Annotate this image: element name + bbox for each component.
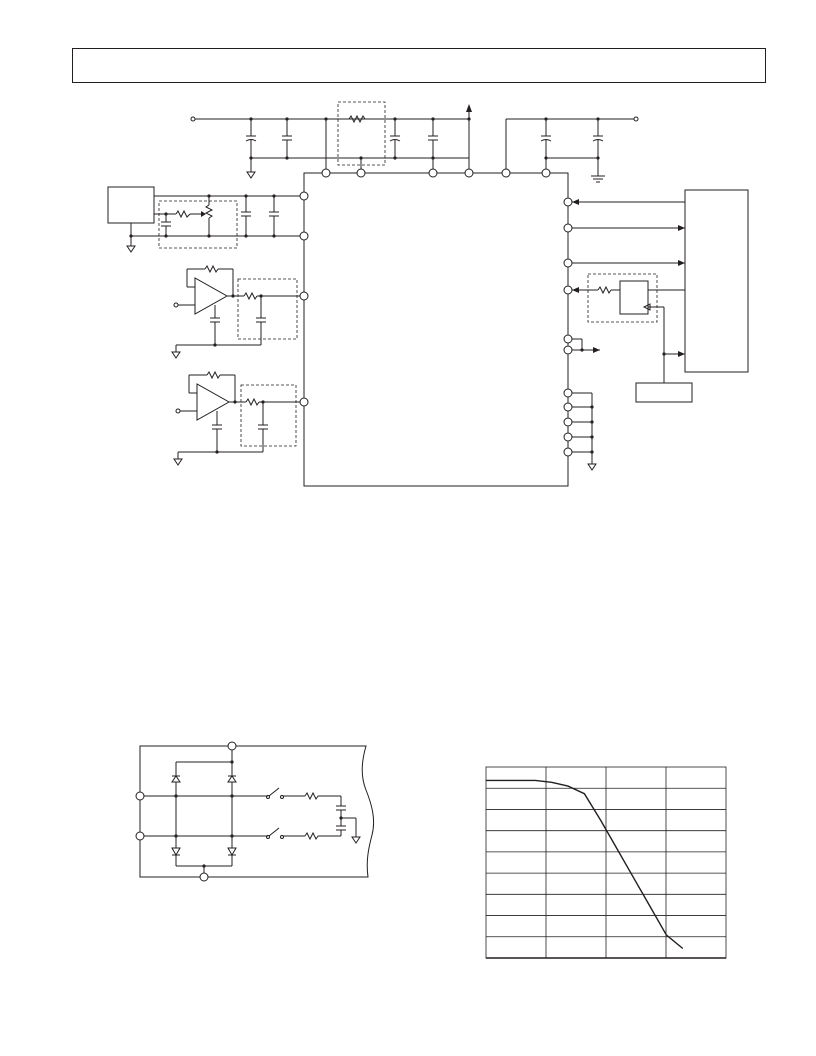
digital-supply-rail <box>501 116 639 183</box>
opamp-buffer-1 <box>171 264 309 359</box>
sensor-input-block <box>107 186 309 253</box>
top-supply-rail <box>190 101 474 179</box>
chart-grid <box>485 766 727 959</box>
controller-interface <box>563 189 749 471</box>
header-box <box>72 48 766 83</box>
opamp-buffer-2 <box>173 370 309 466</box>
chart-series-line <box>486 779 684 950</box>
